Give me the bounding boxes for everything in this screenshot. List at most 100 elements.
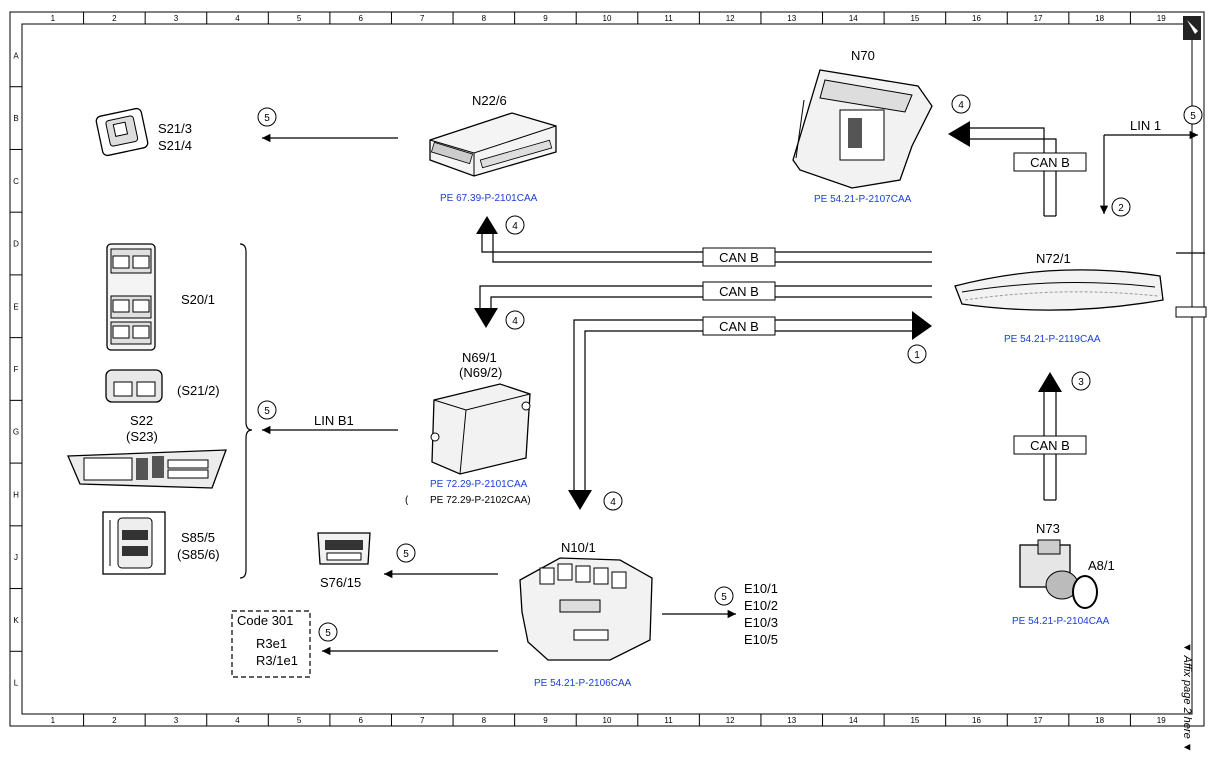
marker-1: 1 xyxy=(914,350,920,361)
row-letter-F: F xyxy=(14,365,19,374)
label-n69-2: (N69/2) xyxy=(459,365,502,380)
column-number-4: 4 xyxy=(235,716,240,725)
label-s21-2: (S21/2) xyxy=(177,383,220,398)
module-n10-1-icon xyxy=(519,557,653,661)
column-number-17: 17 xyxy=(1034,716,1043,725)
column-number-18: 18 xyxy=(1095,716,1104,725)
can-b-n73-to-n72: CAN B xyxy=(1013,372,1087,501)
ref-n69-2-paren: ( xyxy=(405,495,409,506)
row-letter-J: J xyxy=(14,553,18,562)
marker-4-n70: 4 xyxy=(958,100,964,111)
affix-note: ▼ Affix page 2 here ▼ xyxy=(1181,642,1193,753)
column-number-3: 3 xyxy=(174,14,179,23)
lin-1-line xyxy=(1099,130,1199,214)
can-b-label-n69: CAN B xyxy=(719,284,759,299)
ref-n69-2: PE 72.29-P-2102CAA) xyxy=(430,495,531,506)
label-n22-6: N22/6 xyxy=(472,93,507,108)
column-number-12: 12 xyxy=(726,716,735,725)
module-n70-icon xyxy=(792,69,933,189)
ref-n73: PE 54.21-P-2104CAA xyxy=(1012,616,1110,627)
marker-4-n22: 4 xyxy=(512,221,518,232)
column-number-5: 5 xyxy=(297,14,302,23)
label-r3e1: R3e1 xyxy=(256,636,287,651)
label-n69-1: N69/1 xyxy=(462,350,497,365)
column-number-13: 13 xyxy=(787,14,796,23)
label-s21-4: S21/4 xyxy=(158,138,192,153)
row-letter-B: B xyxy=(13,114,18,123)
column-number-19: 19 xyxy=(1157,14,1166,23)
column-number-17: 17 xyxy=(1034,14,1043,23)
marker-3: 3 xyxy=(1078,377,1084,388)
row-letter-G: G xyxy=(13,428,19,437)
column-number-16: 16 xyxy=(972,716,981,725)
switch-s22-icon xyxy=(67,449,227,489)
column-number-6: 6 xyxy=(358,14,363,23)
column-number-7: 7 xyxy=(420,14,425,23)
ref-n22-6: PE 67.39-P-2101CAA xyxy=(440,193,538,204)
column-number-14: 14 xyxy=(849,716,858,725)
can-b-label-n22: CAN B xyxy=(719,250,759,265)
row-letter-E: E xyxy=(13,302,18,311)
page-tab-icon xyxy=(1183,16,1201,40)
ref-n70: PE 54.21-P-2107CAA xyxy=(814,194,912,205)
row-letter-L: L xyxy=(14,679,19,688)
column-number-16: 16 xyxy=(972,14,981,23)
label-e10-5: E10/5 xyxy=(744,632,778,647)
column-ruler: 1122334455667788991010111112121313141415… xyxy=(51,12,1166,726)
module-n22-6-icon xyxy=(429,112,557,177)
column-number-8: 8 xyxy=(482,14,487,23)
column-number-8: 8 xyxy=(482,716,487,725)
label-n10-1: N10/1 xyxy=(561,540,596,555)
can-b-n10-to-n72: CAN B xyxy=(568,311,932,510)
column-number-7: 7 xyxy=(420,716,425,725)
marker-5-s21: 5 xyxy=(264,113,270,124)
marker-5-s76: 5 xyxy=(403,549,409,560)
label-s85-6: (S85/6) xyxy=(177,547,220,562)
row-letter-A: A xyxy=(13,51,19,60)
column-number-10: 10 xyxy=(603,716,612,725)
can-b-label-n10: CAN B xyxy=(719,319,759,334)
lin-b1-label: LIN B1 xyxy=(314,413,354,428)
column-number-2: 2 xyxy=(112,14,117,23)
column-number-6: 6 xyxy=(358,716,363,725)
label-s23: (S23) xyxy=(126,429,158,444)
label-code-301: Code 301 xyxy=(237,613,293,628)
column-number-11: 11 xyxy=(664,14,673,23)
edge-connector-bottom xyxy=(1175,306,1207,318)
column-number-9: 9 xyxy=(543,14,548,23)
row-letter-H: H xyxy=(13,490,19,499)
marker-5-lin1: 5 xyxy=(1190,111,1196,122)
column-number-15: 15 xyxy=(910,716,919,725)
label-n72-1: N72/1 xyxy=(1036,251,1071,266)
ref-n72-1: PE 54.21-P-2119CAA xyxy=(1004,334,1101,345)
column-number-9: 9 xyxy=(543,716,548,725)
label-e10-1: E10/1 xyxy=(744,581,778,596)
module-n72-1-icon xyxy=(954,269,1164,311)
column-number-11: 11 xyxy=(664,716,673,725)
marker-4-n10: 4 xyxy=(610,497,616,508)
marker-5-e10: 5 xyxy=(721,592,727,603)
can-b-label-n73: CAN B xyxy=(1030,438,1070,453)
label-e10-3: E10/3 xyxy=(744,615,778,630)
column-number-1: 1 xyxy=(51,716,56,725)
column-number-4: 4 xyxy=(235,14,240,23)
drawing-frame xyxy=(9,11,1205,727)
column-number-3: 3 xyxy=(174,716,179,725)
column-number-18: 18 xyxy=(1095,14,1104,23)
ignition-n73-icon xyxy=(1019,539,1098,609)
label-s76-15: S76/15 xyxy=(320,575,361,590)
label-n73: N73 xyxy=(1036,521,1060,536)
ref-n69-1: PE 72.29-P-2101CAA xyxy=(430,479,528,490)
column-number-19: 19 xyxy=(1157,716,1166,725)
column-number-13: 13 xyxy=(787,716,796,725)
column-number-15: 15 xyxy=(910,14,919,23)
can-b-label-n70: CAN B xyxy=(1030,155,1070,170)
column-number-12: 12 xyxy=(726,14,735,23)
label-e10-2: E10/2 xyxy=(744,598,778,613)
label-s20-1: S20/1 xyxy=(181,292,215,307)
label-s21-3: S21/3 xyxy=(158,121,192,136)
row-letter-C: C xyxy=(13,177,19,186)
ref-n10-1: PE 54.21-P-2106CAA xyxy=(534,678,632,689)
